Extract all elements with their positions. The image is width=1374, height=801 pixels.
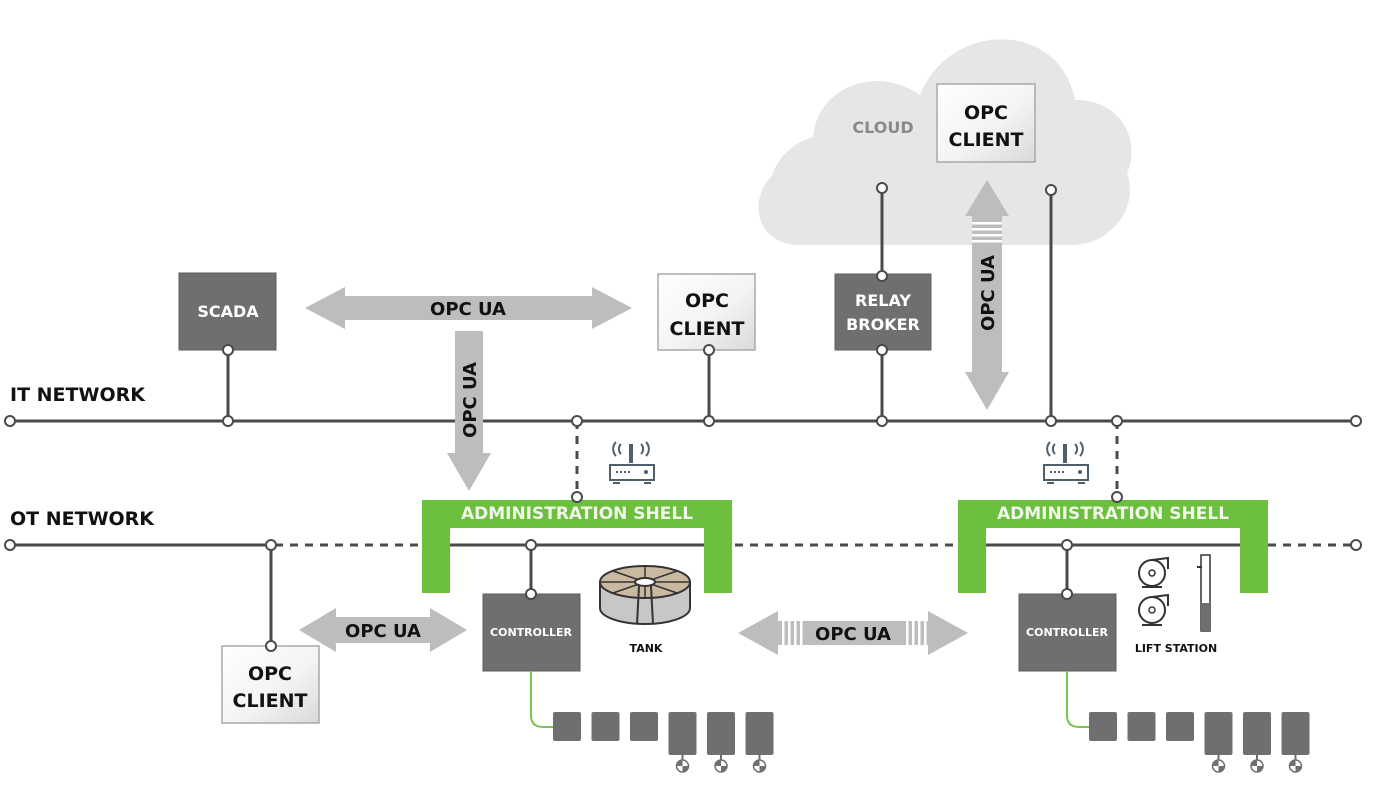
ot-client-line2: CLIENT — [233, 690, 308, 712]
io-module — [630, 712, 658, 741]
connection-node — [876, 182, 888, 194]
fieldbus-wire — [530, 671, 581, 728]
controller-1[interactable]: CONTROLLER — [482, 593, 581, 672]
connection-node — [1111, 491, 1123, 503]
connection-node — [222, 415, 234, 427]
opc-ua-label: OPC UA — [815, 624, 891, 645]
sensor-icon-fill — [676, 760, 689, 772]
lift-station-icon — [1138, 554, 1211, 632]
sensor-icon-fill — [715, 760, 727, 772]
io-module — [591, 712, 620, 741]
io-module — [707, 712, 735, 755]
scada-box[interactable]: SCADA — [178, 272, 277, 351]
io-module — [553, 712, 581, 741]
cloud-client-line1: OPC — [964, 102, 1008, 124]
opc-ua-arrow-controllers — [738, 611, 968, 655]
opc-ua-arrow-cloud — [965, 180, 1009, 410]
opc-ua-arrow-ot-client — [299, 608, 467, 652]
connection-node — [265, 539, 277, 551]
sensor-icon-fill — [1289, 760, 1302, 772]
shell-title: ADMINISTRATION SHELL — [461, 504, 693, 524]
connection-node — [1045, 184, 1057, 196]
connection-node — [4, 539, 16, 551]
connection-node — [1111, 415, 1123, 427]
asset-label: TANK — [630, 642, 663, 655]
connection-node — [876, 270, 888, 282]
relay-broker-box[interactable]: RELAY BROKER — [834, 273, 932, 351]
connection-node — [1045, 415, 1057, 427]
it-client-line2: CLIENT — [670, 318, 745, 340]
connection-node — [876, 344, 888, 356]
connection-node — [525, 588, 537, 600]
connection-node — [703, 344, 715, 356]
controller-label: CONTROLLER — [1026, 626, 1108, 639]
it-network-label: IT NETWORK — [10, 384, 146, 406]
connection-node — [876, 415, 888, 427]
io-module-chain-1 — [530, 671, 774, 773]
connection-node — [1061, 588, 1073, 600]
it-opc-client[interactable]: OPC CLIENT — [657, 273, 756, 351]
controller-label: CONTROLLER — [490, 626, 572, 639]
it-client-line1: OPC — [685, 290, 729, 312]
connection-node — [1350, 415, 1362, 427]
io-module — [1089, 712, 1117, 741]
io-module — [1243, 712, 1271, 755]
controller-2[interactable]: CONTROLLER — [1018, 593, 1117, 672]
connection-node — [1350, 539, 1362, 551]
asset-label: LIFT STATION — [1135, 642, 1217, 655]
connection-node — [571, 491, 583, 503]
opc-ua-label: OPC UA — [430, 299, 506, 320]
shell-title: ADMINISTRATION SHELL — [997, 504, 1229, 524]
opc-ua-arrow-down — [447, 331, 491, 491]
administration-shell-1[interactable]: ADMINISTRATION SHELL — [422, 500, 732, 593]
connection-node — [703, 415, 715, 427]
tank-icon — [599, 565, 691, 625]
opc-ua-label: OPC UA — [460, 362, 481, 438]
ot-opc-client[interactable]: OPC CLIENT — [221, 645, 320, 724]
io-module — [1204, 712, 1233, 755]
connection-node — [222, 344, 234, 356]
sensor-icon-fill — [1251, 760, 1263, 772]
connection-node — [1061, 539, 1073, 551]
relay-line1: RELAY — [855, 291, 911, 310]
opc-ua-label: OPC UA — [345, 621, 421, 642]
opc-ua-label: OPC UA — [978, 255, 999, 331]
sensor-icon-fill — [1212, 760, 1225, 772]
cloud-client-line2: CLIENT — [949, 129, 1024, 151]
ot-client-line1: OPC — [248, 663, 292, 685]
io-module — [1281, 712, 1310, 755]
io-module — [1166, 712, 1194, 741]
connection-node — [265, 640, 277, 652]
io-module-chain-2 — [1066, 671, 1310, 773]
cloud-opc-client[interactable]: OPC CLIENT — [936, 83, 1036, 163]
cloud-label: CLOUD — [852, 118, 913, 137]
connection-node — [571, 415, 583, 427]
scada-label: SCADA — [197, 302, 259, 321]
connection-node — [4, 415, 16, 427]
io-module — [745, 712, 774, 755]
ot-network-label: OT NETWORK — [10, 508, 155, 530]
fieldbus-wire — [1066, 671, 1117, 728]
wireless-router-icon — [1043, 441, 1089, 484]
connection-node — [525, 539, 537, 551]
administration-shell-2[interactable]: ADMINISTRATION SHELL — [958, 500, 1268, 593]
opc-ua-arrow-horizontal — [305, 287, 632, 329]
connection-nodes — [4, 182, 1362, 652]
wireless-router-icon — [609, 441, 655, 484]
sensor-icon-fill — [753, 760, 766, 772]
relay-line2: BROKER — [846, 315, 920, 334]
io-module — [1127, 712, 1156, 741]
io-module — [668, 712, 697, 755]
